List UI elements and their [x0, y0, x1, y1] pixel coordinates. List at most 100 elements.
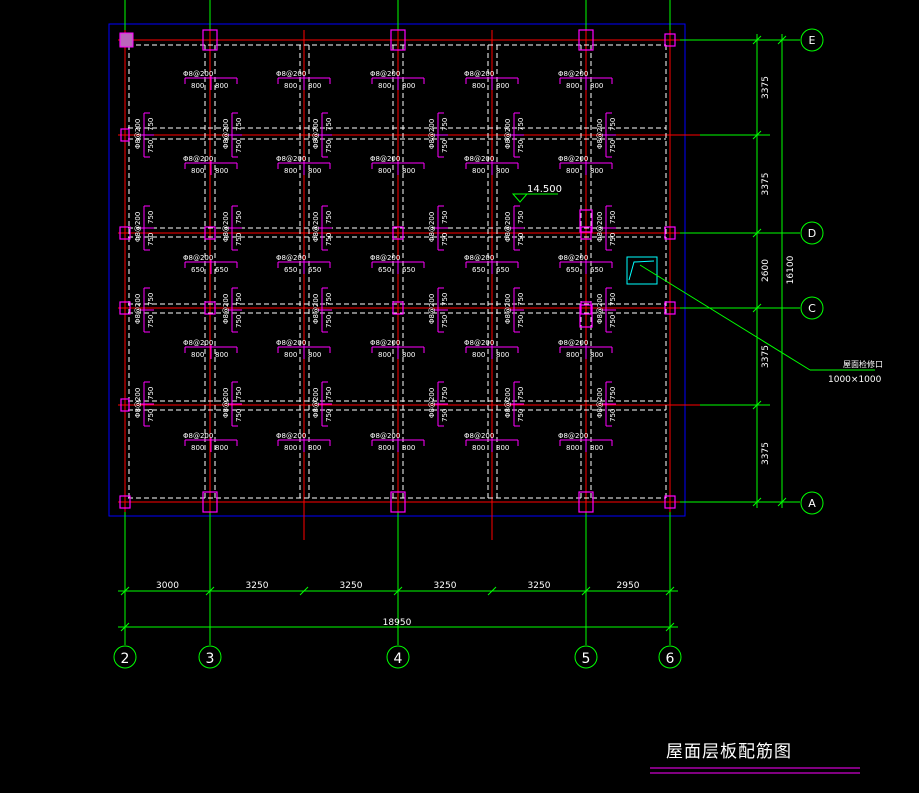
column-19	[664, 495, 676, 509]
axis-bubble-row-E	[800, 28, 824, 52]
rebar-vlen-t-21: 750	[441, 387, 449, 400]
rebar-spec-v-14: Φ8@200	[312, 294, 320, 324]
rebar-vlen-b-8: 750	[325, 233, 333, 246]
rebar-spec-v-9: Φ8@200	[428, 212, 436, 242]
hatch-rect	[626, 256, 658, 285]
rebar-vlen-b-17: 750	[609, 315, 617, 328]
rebar-vlen-b-13: 750	[235, 315, 243, 328]
axis-label-col-4: 4	[394, 651, 403, 667]
rebar-vlen-b-21: 750	[441, 409, 449, 422]
rebar-vlen-t-17: 750	[609, 293, 617, 306]
drawing-title-block: 屋面层板配筋图	[650, 742, 860, 774]
rebar-vlen-t-16: 750	[517, 293, 525, 306]
dim-tick-h-2	[299, 586, 309, 596]
rebar-len-left-3: 800	[472, 82, 485, 90]
column-16	[664, 33, 676, 47]
column-11	[390, 491, 406, 513]
rebar-len-right-3: 800	[496, 82, 509, 90]
rebar-spec-v-5: Φ8@200	[596, 119, 604, 149]
rebar-vlen-t-8: 750	[325, 211, 333, 224]
rebar-vlen-b-9: 750	[441, 233, 449, 246]
rebar-len-right-20: 800	[215, 444, 228, 452]
rebar-len-left-12: 650	[378, 266, 391, 274]
rebar-spec-v-13: Φ8@200	[222, 294, 230, 324]
beam-lines	[118, 30, 710, 540]
dim-text-v-3: 3375	[761, 345, 771, 368]
rebar-vlen-t-11: 750	[609, 211, 617, 224]
rebar-vlen-t-2: 750	[325, 118, 333, 131]
rebar-len-left-4: 800	[566, 82, 579, 90]
rebar-vlen-t-12: 750	[147, 293, 155, 306]
axis-bubble-col-5	[574, 645, 598, 669]
rebar-vlen-b-19: 750	[235, 409, 243, 422]
rebar-len-right-1: 800	[308, 82, 321, 90]
rebar-spec-h-18: Φ8@200	[464, 339, 494, 347]
rebar-len-left-11: 650	[284, 266, 297, 274]
rebar-spec-h-1: Φ8@200	[276, 70, 306, 78]
rebar-spec-h-5: Φ8@200	[183, 155, 213, 163]
dim-text-v-1: 3375	[761, 173, 771, 196]
rebar-spec-h-10: Φ8@200	[183, 254, 213, 262]
column-22	[579, 209, 593, 233]
dim-tick-v-0	[752, 35, 762, 45]
rebar-len-left-0: 800	[191, 82, 204, 90]
dim-tick-h-total-1	[665, 622, 675, 632]
rebar-spec-v-11: Φ8@200	[596, 212, 604, 242]
dim-text-v-2: 2600	[761, 259, 771, 282]
column-10	[392, 301, 404, 315]
corner-column-filled	[119, 32, 134, 48]
dim-text-h-0: 3000	[156, 581, 179, 591]
hatch-opening: 屋面检修口 1000×1000	[626, 256, 883, 385]
dim-text-h-total: 18950	[383, 618, 412, 628]
rebar-len-right-21: 800	[308, 444, 321, 452]
rebar-vlen-t-10: 750	[517, 211, 525, 224]
rebar-spec-v-12: Φ8@200	[134, 294, 142, 324]
axis-label-row-E: E	[809, 34, 816, 47]
rebar-vlen-b-16: 750	[517, 315, 525, 328]
axis-label-col-5: 5	[582, 651, 591, 667]
rebar-vlen-t-1: 750	[235, 118, 243, 131]
dim-tick-h-0	[120, 586, 130, 596]
dim-tick-h-total-0	[120, 622, 130, 632]
rebar-len-left-23: 800	[472, 444, 485, 452]
rebar-spec-h-16: Φ8@200	[276, 339, 306, 347]
rebar-len-left-5: 800	[191, 167, 204, 175]
dim-tick-h-1	[205, 586, 215, 596]
rebar-vlen-b-0: 750	[147, 140, 155, 153]
dim-text-h-5: 2950	[617, 581, 640, 591]
rebar-spec-v-10: Φ8@200	[504, 212, 512, 242]
dim-text-h-2: 3250	[340, 581, 363, 591]
rebar-spec-v-1: Φ8@200	[222, 119, 230, 149]
rebar-vlen-t-6: 750	[147, 211, 155, 224]
rebar-vlen-t-0: 750	[147, 118, 155, 131]
column-14	[580, 301, 592, 315]
rebar-spec-v-17: Φ8@200	[596, 294, 604, 324]
rebar-vlen-t-9: 750	[441, 211, 449, 224]
rebar-len-left-24: 800	[566, 444, 579, 452]
axis-label-row-C: C	[808, 302, 816, 315]
rebar-vlen-b-4: 750	[517, 140, 525, 153]
rebar-len-right-13: 650	[496, 266, 509, 274]
hatch-symbol	[628, 260, 655, 281]
rebar-spec-h-22: Φ8@200	[370, 432, 400, 440]
rebar-spec-v-15: Φ8@200	[428, 294, 436, 324]
rebar-vlen-b-3: 750	[441, 140, 449, 153]
rebar-spec-h-24: Φ8@200	[558, 432, 588, 440]
dim-tick-v-3	[752, 303, 762, 313]
dim-tick-v-5	[752, 497, 762, 507]
dim-tick-h-5	[581, 586, 591, 596]
rebar-vlen-t-22: 750	[517, 387, 525, 400]
drawing-frame	[108, 23, 686, 517]
axis-label-col-3: 3	[206, 651, 215, 667]
column-13	[580, 226, 592, 240]
rebar-vlen-b-7: 750	[235, 233, 243, 246]
rebar-spec-h-4: Φ8@200	[558, 70, 588, 78]
rebar-vlen-b-23: 750	[609, 409, 617, 422]
dim-text-h-3: 3250	[434, 581, 457, 591]
dim-tick-v-4	[752, 400, 762, 410]
rebar-spec-h-3: Φ8@200	[464, 70, 494, 78]
axis-bubble-row-A	[800, 491, 824, 515]
rebar-len-left-17: 800	[378, 351, 391, 359]
rebar-len-right-22: 800	[402, 444, 415, 452]
